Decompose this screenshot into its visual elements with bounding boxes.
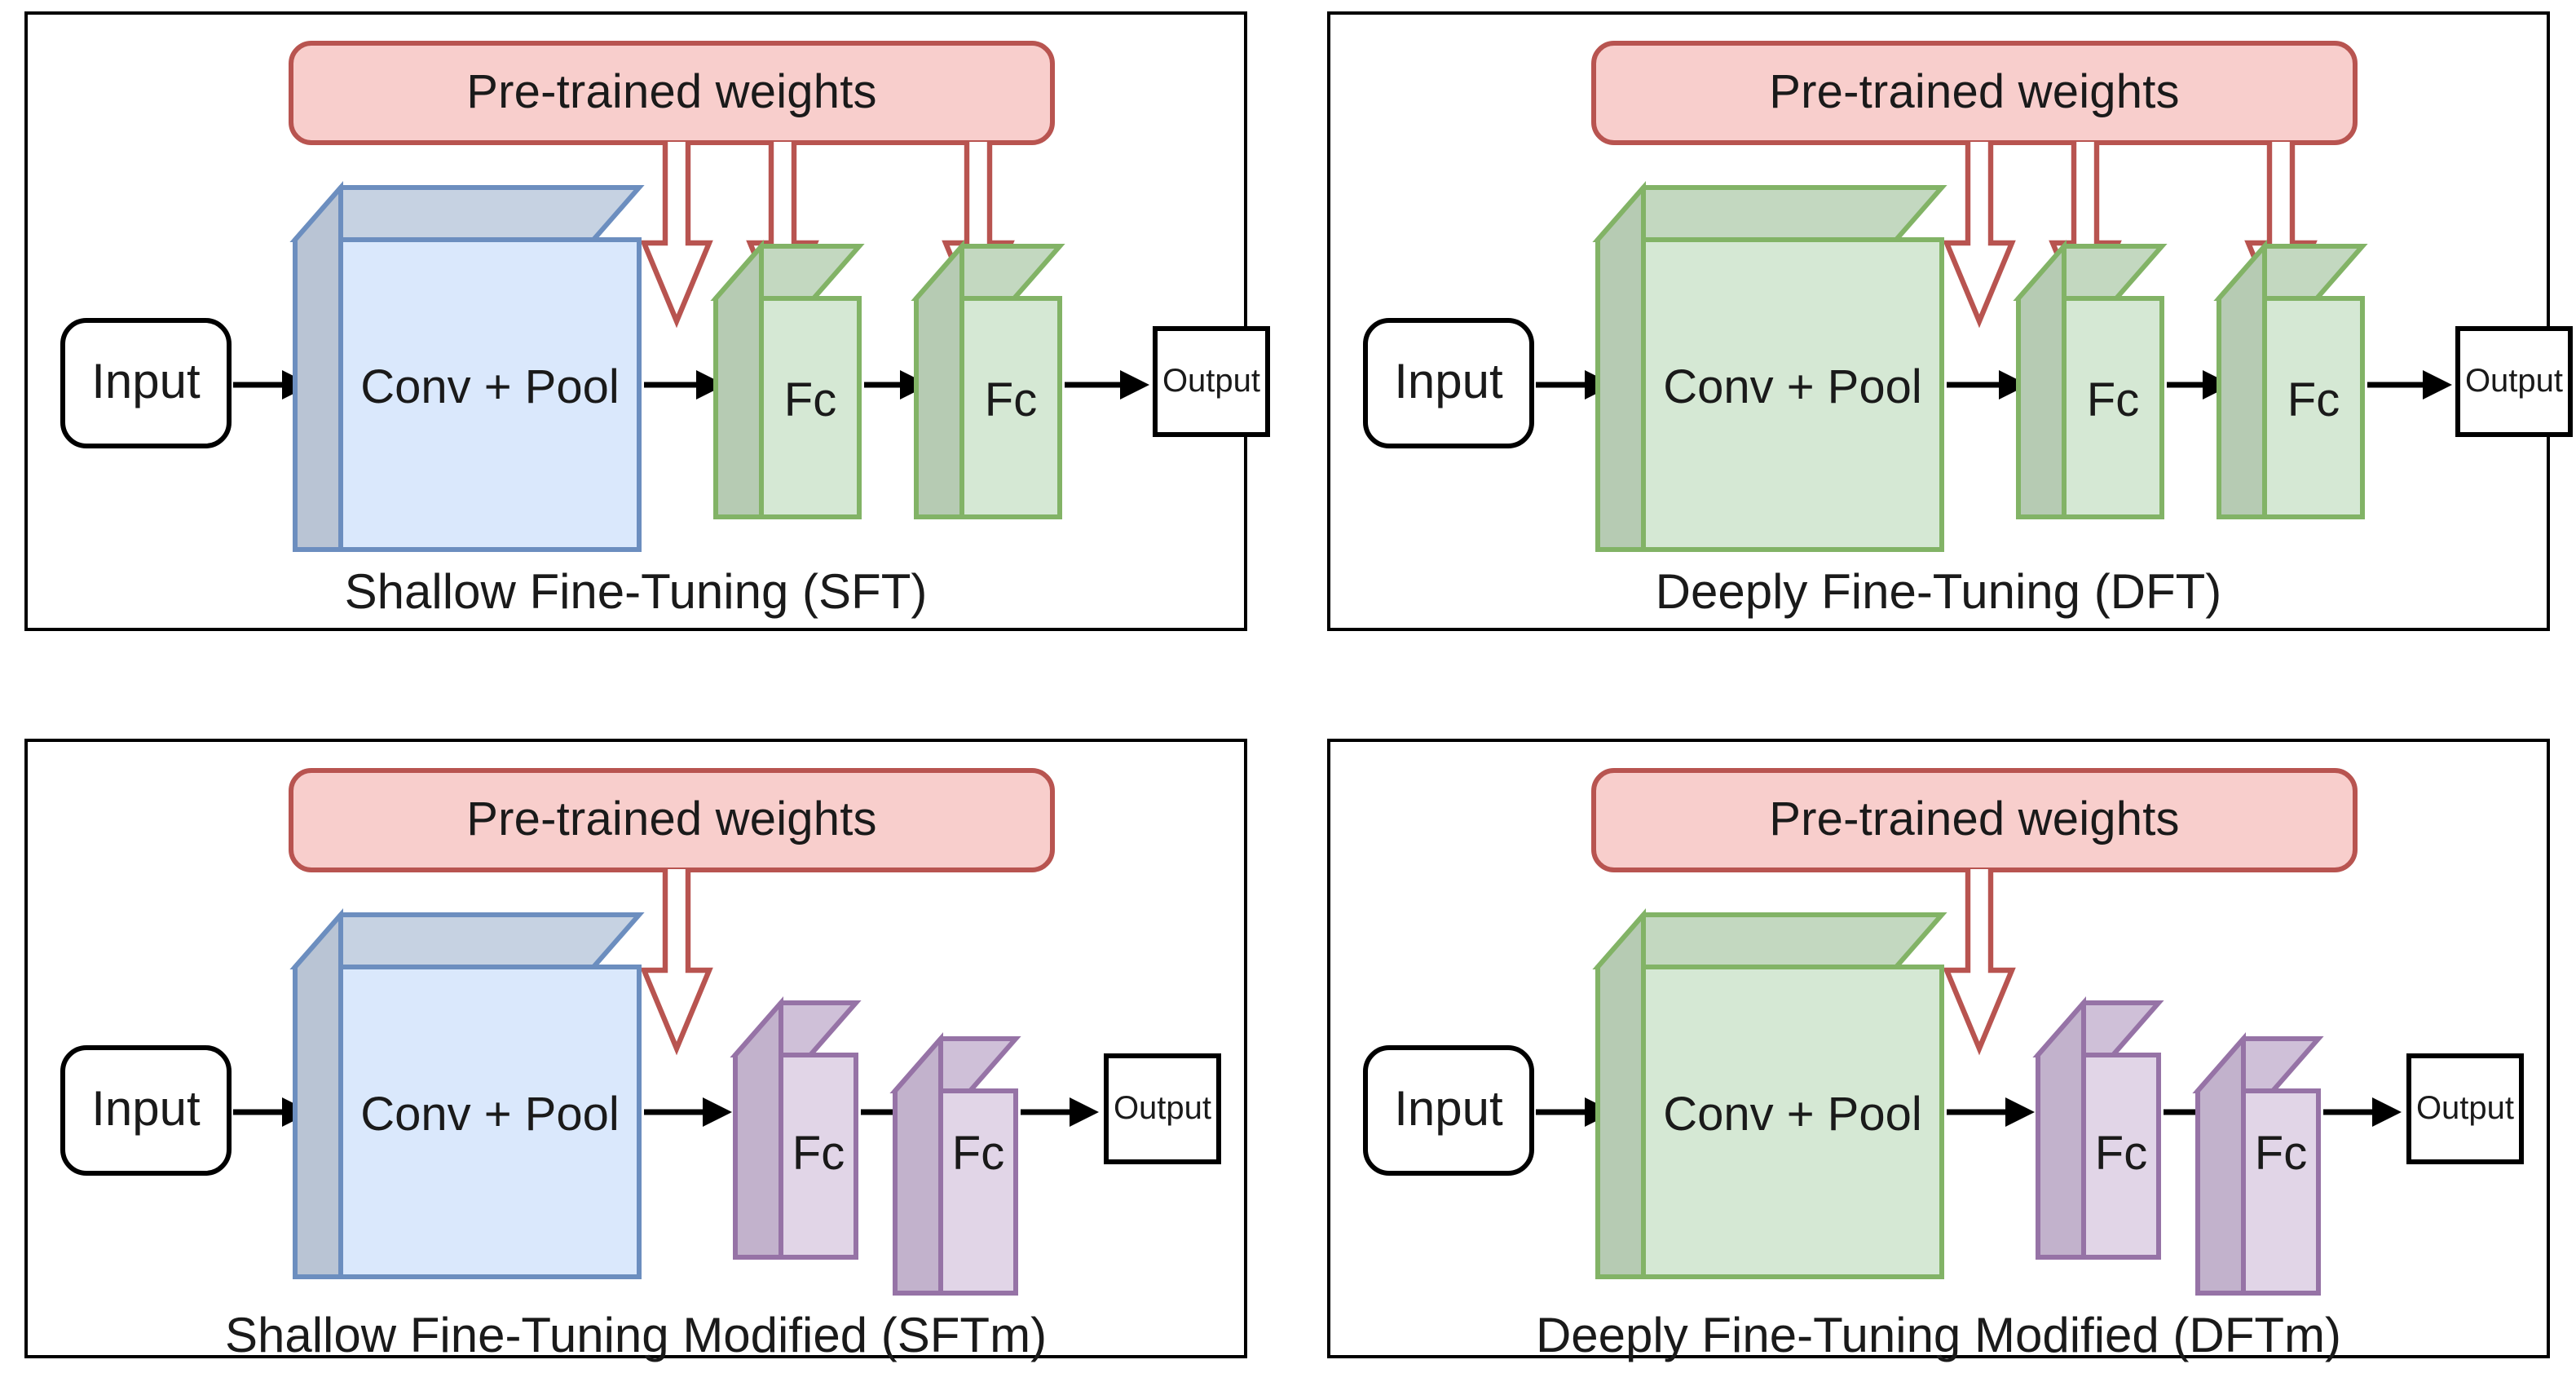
panel-dft: Pre-trained weights Input <box>1327 11 2573 631</box>
output-label: Output <box>1113 1090 1212 1126</box>
input-box-dft: Input <box>1363 318 1534 448</box>
panel-caption-sft: Shallow Fine-Tuning (SFT) <box>344 566 928 620</box>
panel-caption-sftm: Shallow Fine-Tuning Modified (SFTm) <box>224 1309 1048 1363</box>
pretrained-weights-box-dft: Pre-trained weights <box>1591 41 2358 145</box>
conv-pool-block-dft: Conv + Pool <box>1592 181 1947 553</box>
panel-sftm: Pre-trained weights Input <box>24 739 1247 1363</box>
panel-sft: Pre-trained weights <box>24 11 1270 631</box>
output-label: Output <box>1162 363 1261 399</box>
panel-caption-dftm: Deeply Fine-Tuning Modified (DFTm) <box>1535 1309 2342 1363</box>
fc2-block-sft: Fc <box>911 240 1065 520</box>
output-box-sft: Output <box>1153 326 1270 437</box>
input-label: Input <box>91 355 201 409</box>
panel-dftm: Pre-trained weights Input <box>1327 739 2550 1363</box>
conv-pool-block-sftm: Conv + Pool <box>289 908 645 1280</box>
conv-pool-block-dftm: Conv + Pool <box>1592 908 1947 1280</box>
panel-caption-dft: Deeply Fine-Tuning (DFT) <box>1655 566 2222 620</box>
input-label: Input <box>91 1083 201 1137</box>
fc1-block-dftm: Fc <box>2032 996 2164 1260</box>
flow-arrow-fc2-to-output-sft <box>1065 364 1153 406</box>
input-box-sftm: Input <box>60 1045 232 1176</box>
input-box-sft: Input <box>60 318 232 448</box>
input-label: Input <box>1394 1083 1503 1137</box>
weight-arrow-to-conv-sft <box>639 142 714 329</box>
pretrained-weights-box-dftm: Pre-trained weights <box>1591 768 2358 872</box>
input-label: Input <box>1394 355 1503 409</box>
output-label: Output <box>2464 363 2564 399</box>
pretrained-weights-label: Pre-trained weights <box>466 793 877 845</box>
fc1-block-sftm: Fc <box>730 996 862 1260</box>
weight-arrow-to-conv-dft <box>1942 142 2017 329</box>
fc1-block-dft: Fc <box>2013 240 2168 520</box>
conv-pool-block-sft: Conv + Pool <box>289 181 645 553</box>
fc2-block-dft: Fc <box>2213 240 2368 520</box>
fc2-block-dftm: Fc <box>2192 1032 2324 1296</box>
flow-arrow-conv-to-fc1-sftm <box>644 1091 735 1133</box>
flow-arrow-conv-to-fc1-dft <box>1947 364 2031 406</box>
output-box-dftm: Output <box>2406 1053 2524 1164</box>
flow-arrow-fc2-to-output-dftm <box>2323 1091 2405 1133</box>
pretrained-weights-label: Pre-trained weights <box>466 66 877 118</box>
output-box-sftm: Output <box>1104 1053 1221 1164</box>
fc1-block-sft: Fc <box>710 240 865 520</box>
pretrained-weights-label: Pre-trained weights <box>1769 66 2180 118</box>
input-box-dftm: Input <box>1363 1045 1534 1176</box>
flow-arrow-fc2-to-output-sftm <box>1021 1091 1102 1133</box>
pretrained-weights-box-sft: Pre-trained weights <box>289 41 1055 145</box>
flow-arrow-conv-to-fc1-dftm <box>1947 1091 2038 1133</box>
weight-arrow-to-conv-sftm <box>639 869 714 1056</box>
weight-arrow-to-conv-dftm <box>1942 869 2017 1056</box>
pretrained-weights-box-sftm: Pre-trained weights <box>289 768 1055 872</box>
output-label: Output <box>2415 1090 2515 1126</box>
output-box-dft: Output <box>2455 326 2573 437</box>
flow-arrow-fc2-to-output-dft <box>2367 364 2455 406</box>
fc2-block-sftm: Fc <box>889 1032 1021 1296</box>
flow-arrow-conv-to-fc1-sft <box>644 364 729 406</box>
pretrained-weights-label: Pre-trained weights <box>1769 793 2180 845</box>
